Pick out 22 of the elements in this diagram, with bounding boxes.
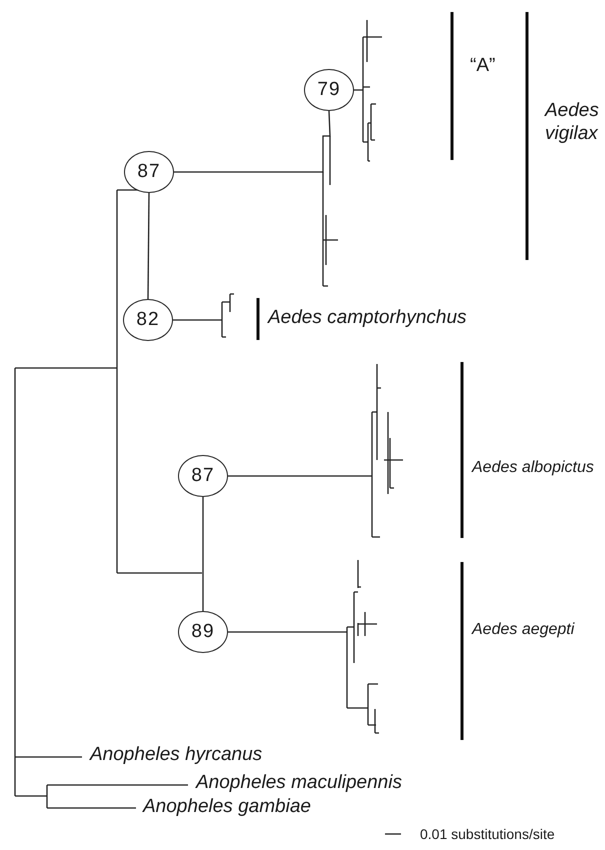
species-label: Aedes camptorhynchus: [268, 307, 467, 330]
bootstrap-ellipse: [178, 455, 228, 497]
bootstrap-value: 89: [191, 621, 215, 643]
species-label: Aedes albopictus: [472, 458, 594, 478]
tree-branch: [174, 110, 331, 173]
tree-branch: [147, 193, 150, 299]
bootstrap-value: 79: [317, 79, 341, 101]
bootstrap-value: 82: [136, 309, 160, 331]
clade-label: “A”: [470, 55, 496, 78]
taxon-label: Anopheles hyrcanus: [90, 744, 262, 767]
tree-branch: [202, 497, 204, 611]
bootstrap-ellipse: [304, 69, 354, 111]
scale-label: 0.01 substitutions/site: [420, 826, 555, 843]
bootstrap-value: 87: [137, 161, 161, 183]
taxon-label: Anopheles maculipennis: [196, 772, 402, 795]
species-label: Aedes vigilax: [545, 100, 600, 146]
bootstrap-ellipse: [178, 611, 228, 653]
taxon-label: Anopheles gambiae: [143, 796, 311, 819]
species-label: Aedes aegepti: [472, 620, 574, 640]
bootstrap-value: 87: [191, 465, 215, 487]
bootstrap-ellipse: [124, 151, 174, 193]
bootstrap-ellipse: [123, 299, 173, 341]
